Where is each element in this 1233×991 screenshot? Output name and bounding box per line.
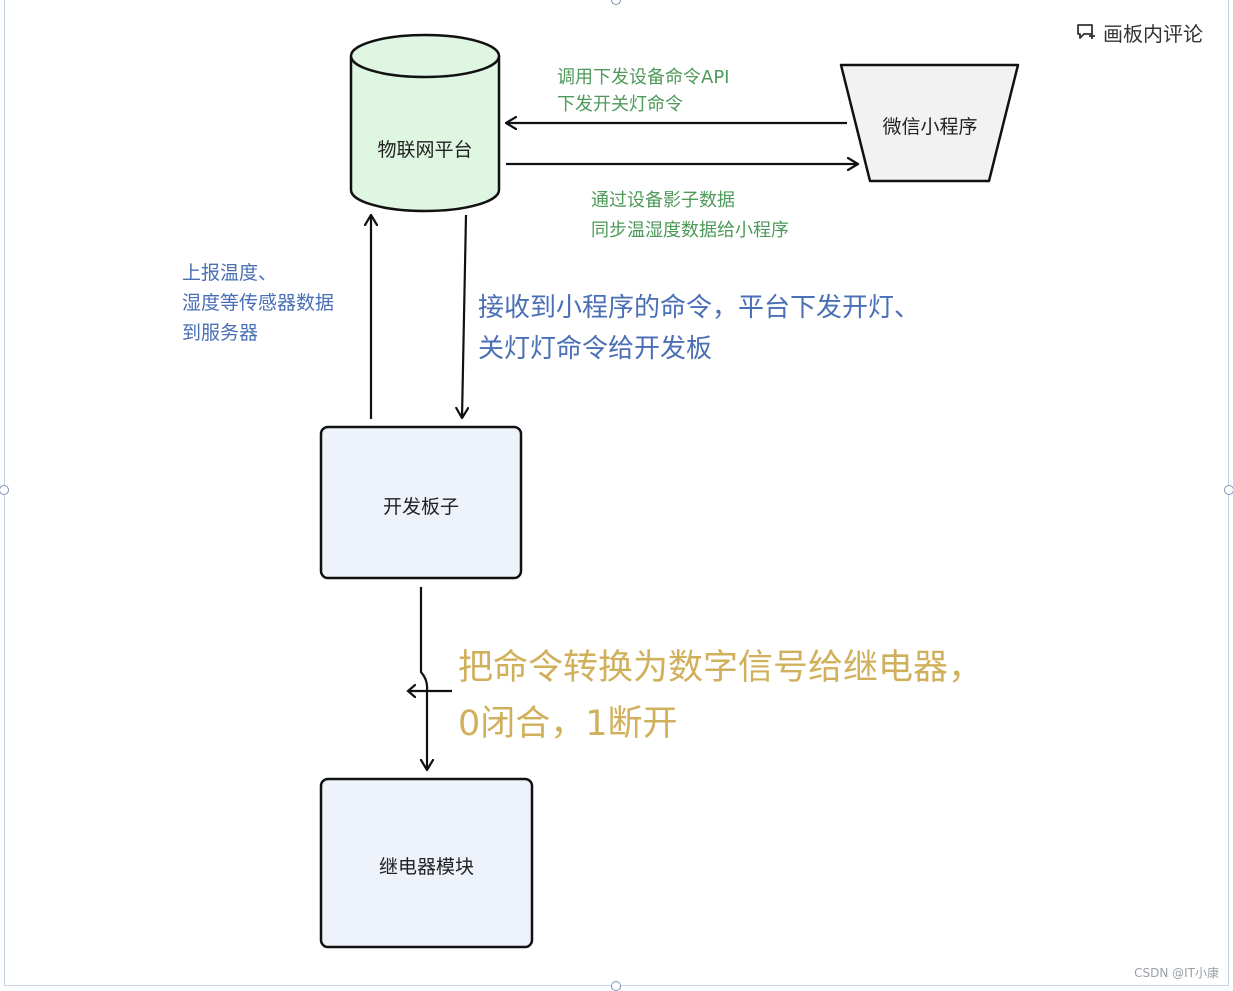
iot-platform-label: 物联网平台 [377,139,473,161]
edge-label-line: 调用下发设备命令API [557,67,730,88]
edge-label-line: 0闭合，1断开 [458,704,678,744]
edge-label-line: 上报温度、 [182,262,278,284]
edge-label-platform-to-board: 接收到小程序的命令，平台下发开灯、 关灯灯命令给开发板 [478,288,920,370]
arrow-board-to-relay[interactable] [419,587,427,770]
edge-label-line: 湿度等传感器数据 [182,292,335,314]
edge-label-line: 同步温湿度数据给小程序 [591,220,789,241]
edge-label-line: 下发开关灯命令 [557,94,683,115]
edge-label-line: 把命令转换为数字信号给继电器， [458,648,984,688]
edge-label-line: 关灯灯命令给开发板 [478,334,713,364]
mini-program-label: 微信小程序 [882,116,978,138]
relay-module-node[interactable] [319,777,534,949]
resize-handle-left[interactable] [0,485,9,495]
dev-board-label: 开发板子 [382,496,459,518]
relay-module-label: 继电器模块 [378,856,474,878]
resize-handle-right[interactable] [1224,485,1233,495]
arrow-platform-to-board[interactable] [462,214,466,418]
board-comment-label: 画板内评论 [1103,21,1203,46]
comment-add-icon [1077,24,1095,39]
edge-label-line: 通过设备影子数据 [591,190,735,211]
edge-label-mini-to-platform: 调用下发设备命令API 下发开关灯命令 [557,64,729,118]
watermark: CSDN @IT小康 [1134,966,1219,980]
connector-hook-mark [406,683,452,699]
mini-program-node[interactable] [839,63,1020,183]
edge-label-line: 到服务器 [182,322,259,344]
iot-platform-node[interactable] [349,33,501,213]
dev-board-node[interactable] [319,425,523,580]
board-comment-button[interactable]: 画板内评论 [1075,18,1203,46]
edge-label-board-to-platform: 上报温度、 湿度等传感器数据 到服务器 [182,258,334,348]
edge-label-platform-to-mini: 通过设备影子数据 同步温湿度数据给小程序 [591,186,789,246]
edge-label-line: 接收到小程序的命令，平台下发开灯、 [478,293,921,323]
edge-label-board-to-relay: 把命令转换为数字信号给继电器， 0闭合，1断开 [458,640,983,752]
